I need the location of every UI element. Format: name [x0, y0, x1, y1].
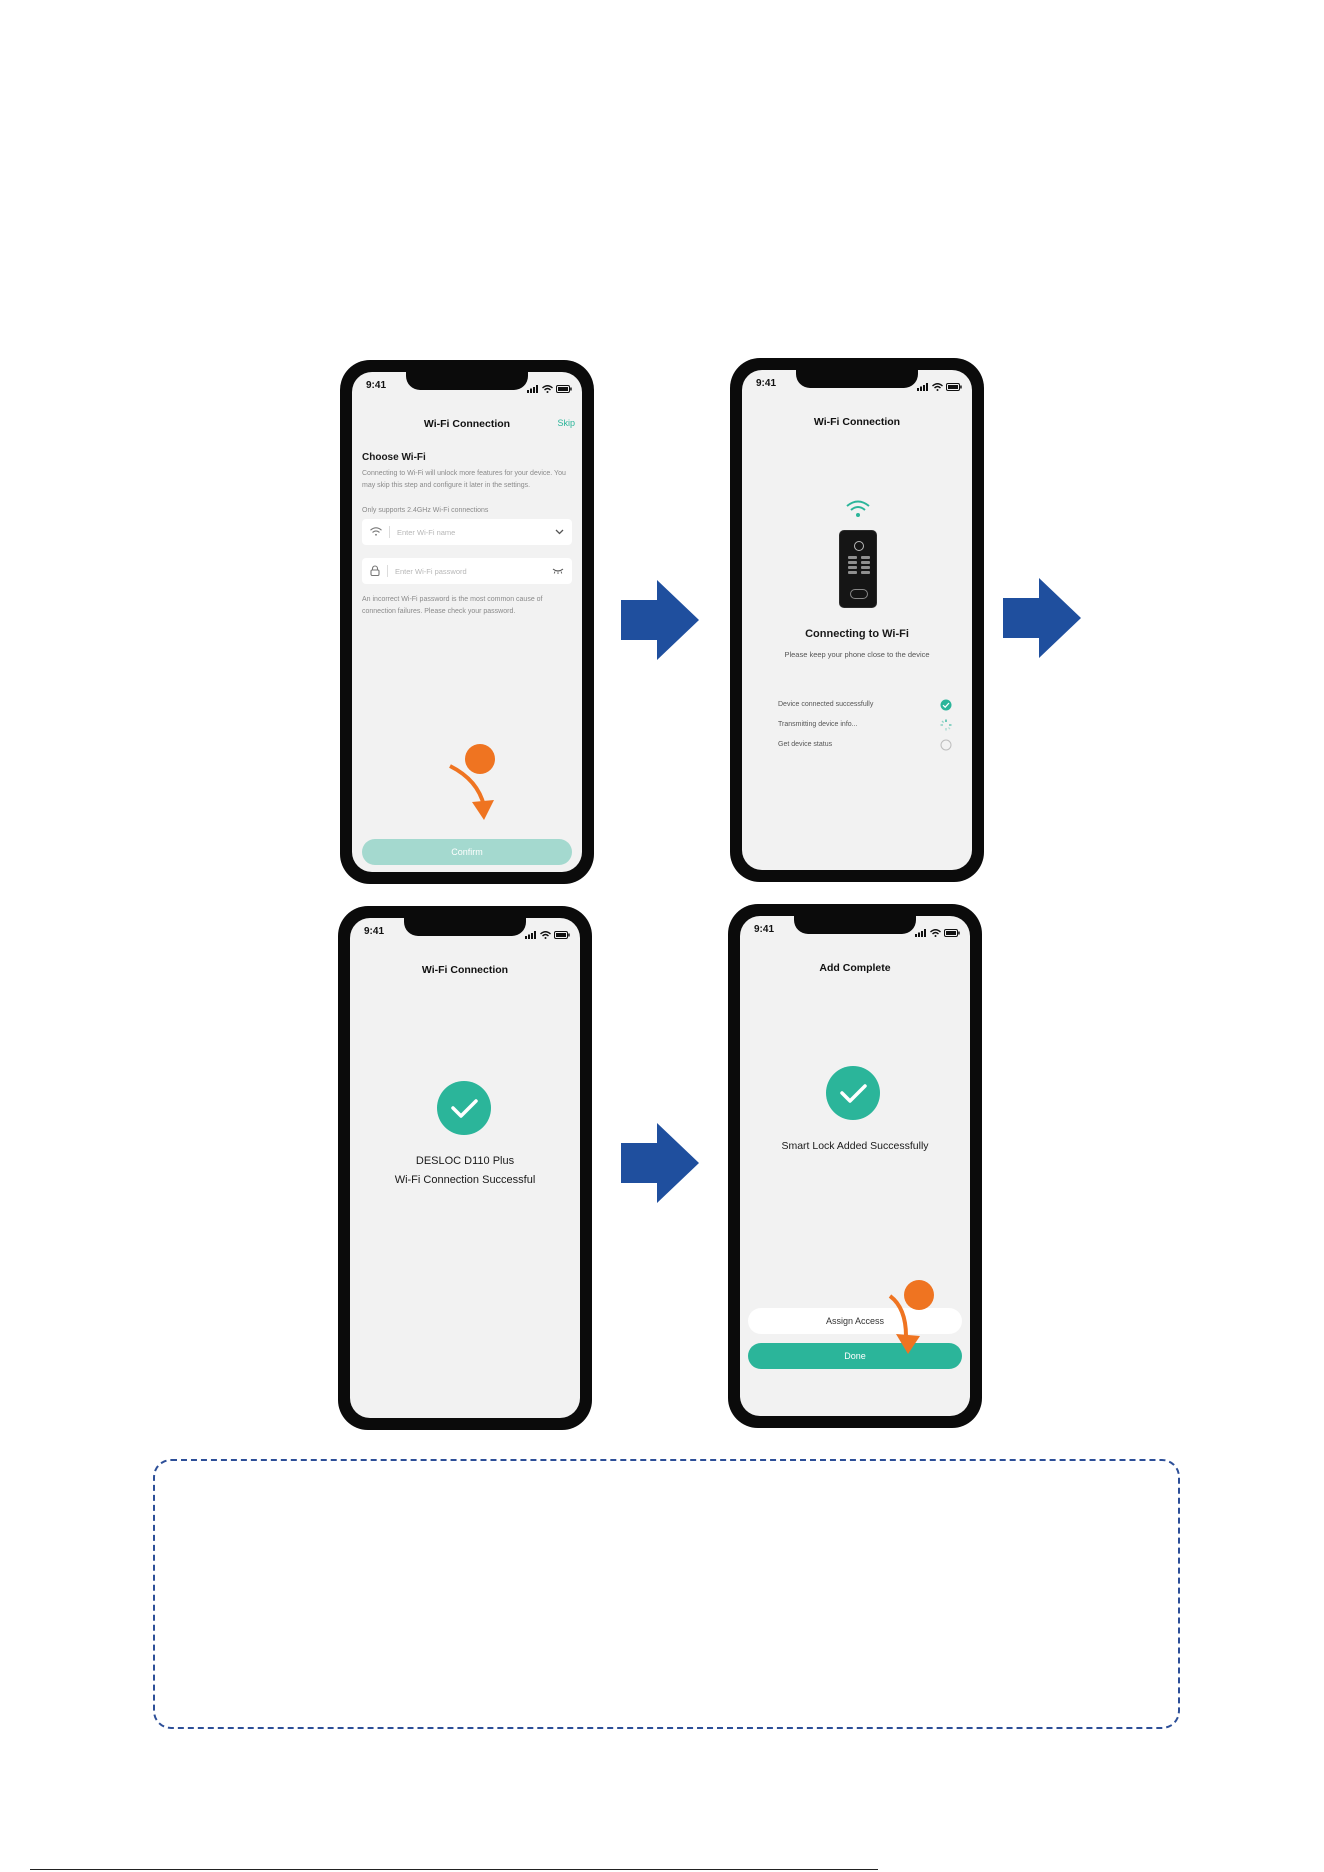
lock-fingerprint-icon	[854, 541, 864, 551]
step-row: Device connected successfully	[778, 699, 952, 713]
loading-spinner-icon	[940, 719, 952, 733]
added-message: Smart Lock Added Successfully	[781, 1140, 929, 1152]
wifi-name-select[interactable]: Enter Wi-Fi name	[362, 519, 572, 545]
signal-icon	[915, 924, 927, 942]
wifi-signal-icon	[846, 500, 870, 523]
password-hint: An incorrect Wi-Fi password is the most …	[362, 596, 543, 615]
page-title: Wi-Fi Connection	[421, 964, 509, 976]
wifi-status-icon	[540, 926, 551, 944]
wifi-password-field[interactable]: Enter Wi-Fi password	[362, 558, 572, 584]
success-check-icon	[437, 1081, 491, 1135]
flow-arrow-2	[1003, 578, 1081, 658]
phone-notch	[796, 370, 918, 388]
footer-divider	[30, 1869, 878, 1870]
status-icons	[527, 380, 572, 398]
eye-closed-icon[interactable]	[552, 566, 564, 576]
signal-icon	[527, 380, 539, 398]
screen-wifi-success: 9:41 Wi-Fi Connection DESLOC D110 Plus W…	[350, 918, 580, 1418]
status-icons	[915, 924, 960, 942]
battery-icon	[946, 378, 962, 396]
battery-icon	[554, 926, 570, 944]
wifi-status-icon	[542, 380, 553, 398]
page-title: Wi-Fi Connection	[813, 416, 901, 428]
flow-arrow-3	[621, 1123, 699, 1203]
screen-wifi-setup: 9:41 Wi-Fi Connection Skip Choose Wi-Fi …	[352, 372, 582, 872]
field-separator	[387, 565, 388, 577]
screen-add-complete: 9:41 Add Complete Smart Lock Added Succe…	[740, 916, 970, 1416]
phone-notch	[404, 918, 526, 936]
status-time: 9:41	[754, 924, 775, 935]
status-icons	[917, 378, 962, 396]
step-label: Transmitting device info...	[778, 721, 858, 728]
smart-lock-image	[839, 530, 877, 608]
phone-notch	[794, 916, 916, 934]
phone-connecting: 9:41 Wi-Fi Connection Connecting to Wi-F…	[730, 358, 984, 882]
wifi-status-icon	[930, 924, 941, 942]
tap-indicator-dot	[465, 744, 495, 774]
section-heading: Choose Wi-Fi	[362, 452, 426, 463]
wifi-icon	[370, 526, 382, 538]
flow-arrow-1	[621, 580, 699, 660]
battery-icon	[944, 924, 960, 942]
battery-icon	[556, 380, 572, 398]
lock-keypad	[848, 556, 870, 574]
frequency-note: Only supports 2.4GHz Wi-Fi connections	[362, 507, 489, 514]
password-placeholder: Enter Wi-Fi password	[395, 566, 467, 576]
assign-access-button[interactable]: Assign Access	[748, 1308, 962, 1334]
phone-wifi-success: 9:41 Wi-Fi Connection DESLOC D110 Plus W…	[338, 906, 592, 1430]
screen-connecting: 9:41 Wi-Fi Connection Connecting to Wi-F…	[742, 370, 972, 870]
device-name: DESLOC D110 Plus	[415, 1155, 515, 1167]
chevron-down-icon[interactable]	[555, 527, 564, 537]
status-icons	[525, 926, 570, 944]
phone-notch	[406, 372, 528, 390]
skip-link[interactable]: Skip	[557, 418, 575, 428]
step-label: Get device status	[778, 741, 833, 748]
done-button[interactable]: Done	[748, 1343, 962, 1369]
signal-icon	[525, 926, 537, 944]
page-title: Add Complete	[819, 962, 891, 974]
wifi-name-placeholder: Enter Wi-Fi name	[397, 527, 456, 537]
tap-indicator-arrow	[449, 764, 494, 820]
status-time: 9:41	[756, 378, 777, 389]
field-separator	[389, 526, 390, 538]
step-row: Get device status	[778, 739, 952, 753]
page-title: Wi-Fi Connection	[423, 418, 511, 430]
success-message: Wi-Fi Connection Successful	[394, 1174, 536, 1186]
step-row: Transmitting device info...	[778, 719, 952, 733]
lock-thumbturn	[850, 589, 868, 599]
status-time: 9:41	[366, 380, 387, 391]
phone-wifi-setup: 9:41 Wi-Fi Connection Skip Choose Wi-Fi …	[340, 360, 594, 884]
phone-add-complete: 9:41 Add Complete Smart Lock Added Succe…	[728, 904, 982, 1428]
tap-indicator-dot	[904, 1280, 934, 1310]
status-time: 9:41	[364, 926, 385, 937]
wifi-status-icon	[932, 378, 943, 396]
pending-circle-icon	[940, 739, 952, 753]
success-check-icon	[826, 1066, 880, 1120]
wifi-description: Connecting to Wi-Fi will unlock more fea…	[362, 470, 566, 489]
confirm-button[interactable]: Confirm	[362, 839, 572, 865]
note-box	[153, 1459, 1180, 1729]
connecting-subtitle: Please keep your phone close to the devi…	[784, 650, 930, 659]
lock-icon	[370, 564, 380, 578]
connecting-heading: Connecting to Wi-Fi	[805, 628, 909, 640]
tap-indicator-arrow	[888, 1294, 920, 1354]
step-label: Device connected successfully	[778, 701, 874, 708]
check-done-icon	[940, 699, 952, 713]
signal-icon	[917, 378, 929, 396]
